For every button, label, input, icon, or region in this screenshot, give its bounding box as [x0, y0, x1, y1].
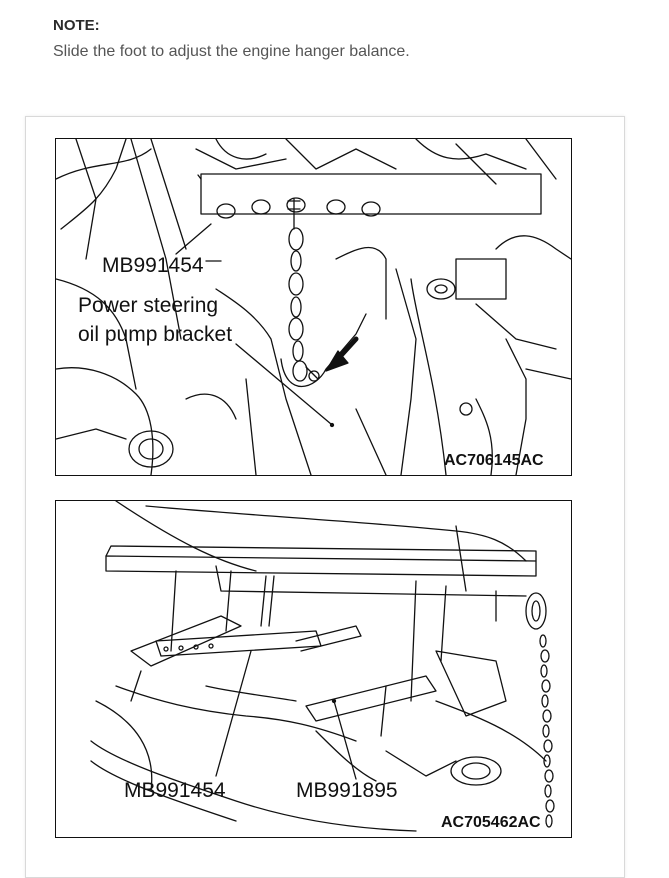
- part-callout-line-2: oil pump bracket: [78, 323, 233, 346]
- tool-callout-mb991454: MB991454: [102, 254, 204, 277]
- note-text: Slide the foot to adjust the engine hang…: [53, 43, 410, 60]
- tool-callout-mb991895: MB991895: [296, 779, 398, 802]
- illustration-engine-hanger-closeup: MB991454 Power steering oil pump bracket…: [55, 138, 572, 476]
- tool-callout-mb991454: MB991454: [124, 779, 226, 802]
- figure-code: AC705462AC: [441, 814, 541, 831]
- illustration-engine-hanger-overview: MB991454 MB991895 AC705462AC: [55, 500, 572, 838]
- engine-hanger-closeup-drawing: [56, 139, 571, 475]
- figure-code: AC706145AC: [444, 452, 544, 469]
- note-title: NOTE:: [53, 17, 100, 34]
- part-callout-line-1: Power steering: [78, 294, 219, 317]
- engine-hanger-overview-drawing: [90, 501, 555, 832]
